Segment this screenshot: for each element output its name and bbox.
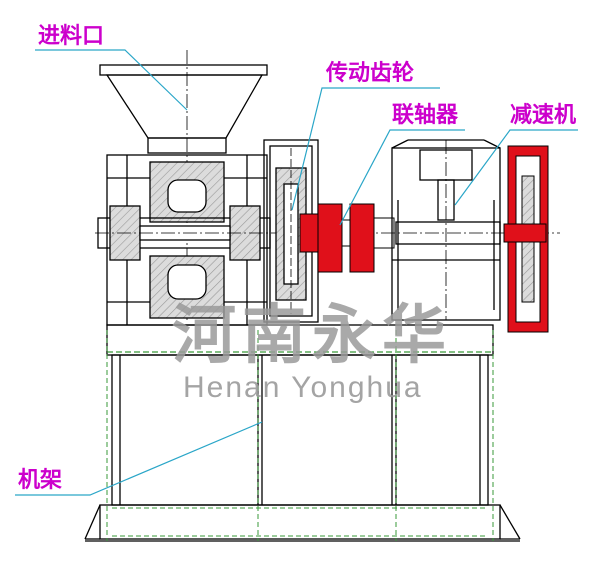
roller-housing	[95, 154, 560, 326]
callout-line-coupling	[339, 129, 465, 226]
coupling	[299, 203, 395, 273]
watermark-chinese: 河南永华	[172, 298, 452, 373]
label-drive-gear: 传动齿轮	[325, 60, 414, 86]
callout-lines	[15, 49, 578, 496]
label-frame: 机架	[18, 467, 62, 493]
drive-pulley	[503, 145, 549, 333]
callout-line-drive-gear	[291, 87, 440, 211]
callout-line-frame	[15, 421, 263, 496]
label-coupling: 联轴器	[392, 102, 459, 128]
label-feed-inlet: 进料口	[38, 24, 104, 49]
label-reducer: 减速机	[510, 102, 576, 128]
watermark-english: Henan Yonghua	[183, 371, 423, 404]
machine-frame	[84, 324, 521, 542]
callout-line-feed-inlet	[35, 49, 188, 111]
speed-reducer	[391, 139, 501, 321]
callout-line-reducer	[454, 129, 578, 206]
